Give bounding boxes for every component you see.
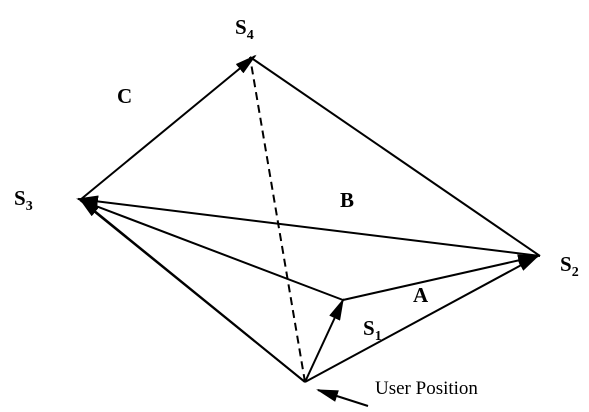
edge-s4-s2 — [249, 56, 541, 257]
region-label-b: B — [340, 188, 354, 212]
label-s4: S4 — [235, 15, 254, 43]
label-s2: S2 — [560, 252, 579, 280]
dashed-edge-user-s4 — [249, 56, 306, 383]
arrow-user-s2 — [304, 255, 540, 383]
label-s3: S3 — [14, 186, 33, 214]
arrow-user-s3 — [78, 197, 306, 383]
region-label-a: A — [413, 283, 429, 307]
arrow-s1-s2 — [342, 254, 540, 301]
edge-s3-s1 — [79, 199, 344, 301]
arrow-user-s1 — [304, 298, 344, 383]
user-position-caption: User Position — [375, 378, 478, 399]
arrow-s2-s3 — [76, 195, 541, 257]
region-label-c: C — [117, 84, 132, 108]
label-s1: S1 — [363, 316, 382, 344]
caption-pointer-arrow — [316, 389, 369, 407]
arrow-s3-s4 — [79, 54, 257, 201]
